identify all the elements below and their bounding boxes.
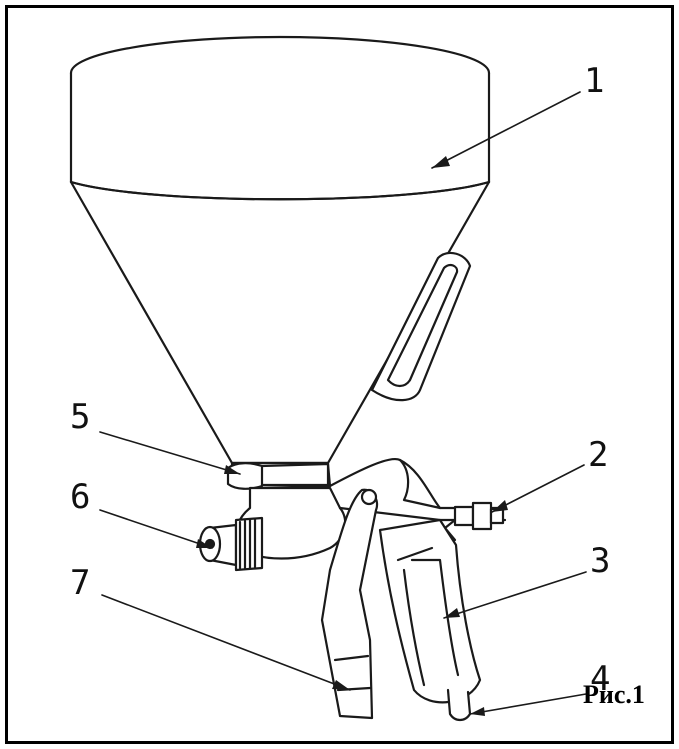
leader-4 xyxy=(469,693,587,715)
callout-5: 5 xyxy=(70,397,90,437)
leader-2 xyxy=(491,464,585,513)
callout-4: 4 xyxy=(590,659,610,699)
nozzle-knob xyxy=(198,516,264,572)
hopper-handle xyxy=(370,251,472,402)
hopper xyxy=(69,35,491,465)
callout-2: 2 xyxy=(588,435,608,475)
callout-1: 1 xyxy=(584,61,604,101)
figure-caption: Рис.1 xyxy=(583,680,645,709)
air-outlet xyxy=(446,688,472,722)
callout-6: 6 xyxy=(70,477,90,517)
leader-1 xyxy=(431,91,581,169)
leader-lines xyxy=(99,91,587,715)
callout-7: 7 xyxy=(70,563,90,603)
trigger xyxy=(320,488,379,720)
leader-3 xyxy=(443,571,587,619)
neck-clamp xyxy=(226,461,332,490)
callout-3: 3 xyxy=(590,541,610,581)
leader-6 xyxy=(99,509,213,549)
leader-5 xyxy=(99,431,241,475)
leader-7 xyxy=(101,594,351,691)
